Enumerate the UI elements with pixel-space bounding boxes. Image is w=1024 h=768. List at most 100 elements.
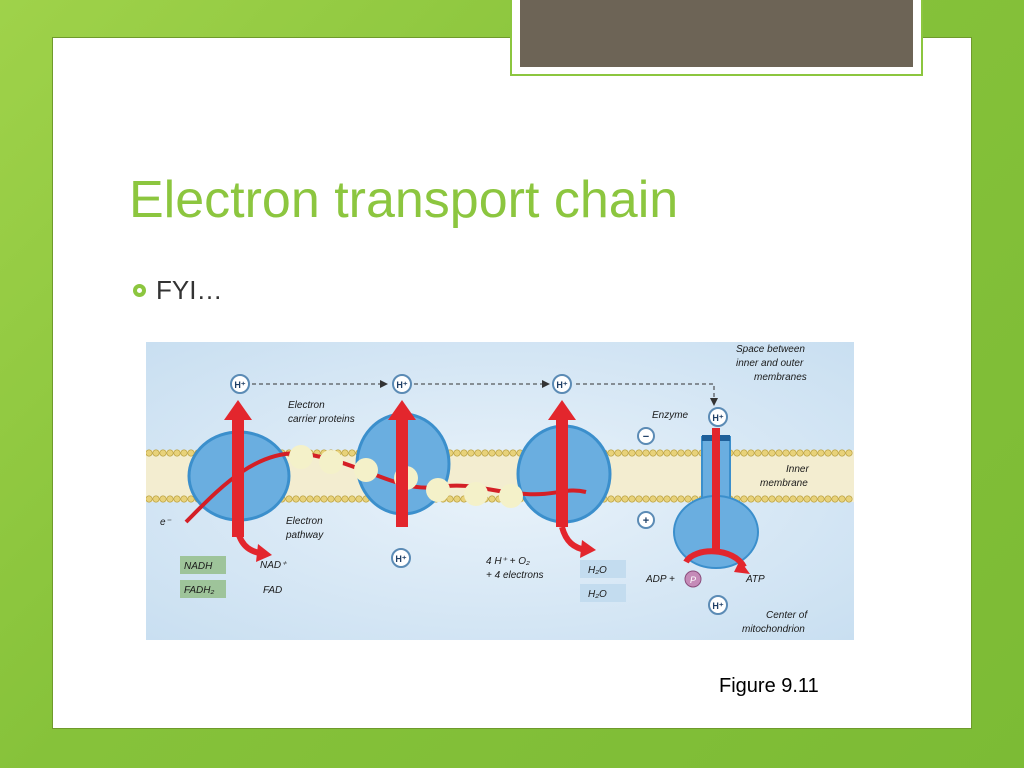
lipid-head — [342, 450, 348, 456]
lipid-head — [797, 450, 803, 456]
label-nadh: NADH — [184, 561, 213, 572]
lipid-head — [167, 496, 173, 502]
lipid-head — [510, 450, 516, 456]
lipid-head — [846, 450, 852, 456]
svg-text:H⁺: H⁺ — [712, 413, 723, 423]
lipid-head — [160, 450, 166, 456]
label-pathway-1: Electron — [286, 516, 323, 527]
lipid-head — [349, 496, 355, 502]
lipid-head — [650, 450, 656, 456]
lipid-head — [776, 450, 782, 456]
label-space-1: Space between — [736, 344, 805, 355]
slide-tab-block — [520, 0, 913, 67]
lipid-head — [664, 496, 670, 502]
lipid-head — [811, 496, 817, 502]
lipid-head — [776, 496, 782, 502]
lipid-head — [293, 496, 299, 502]
lipid-head — [314, 496, 320, 502]
lipid-head — [489, 450, 495, 456]
lipid-head — [678, 450, 684, 456]
label-electron: e⁻ — [160, 517, 172, 528]
label-inner-2: membrane — [760, 478, 808, 489]
lipid-head — [839, 496, 845, 502]
lipid-head — [636, 496, 642, 502]
lipid-head — [629, 496, 635, 502]
lipid-head — [615, 496, 621, 502]
lipid-head — [804, 496, 810, 502]
lipid-head — [167, 450, 173, 456]
svg-text:H⁺: H⁺ — [234, 380, 245, 390]
lipid-head — [475, 450, 481, 456]
label-water-1: H₂O — [588, 565, 607, 576]
lipid-head — [174, 450, 180, 456]
slide-title: Electron transport chain — [129, 170, 678, 230]
svg-text:H⁺: H⁺ — [395, 554, 406, 564]
lipid-head — [734, 450, 740, 456]
lipid-head — [783, 496, 789, 502]
lipid-head — [811, 450, 817, 456]
label-adp: ADP + — [645, 574, 675, 585]
lipid-head — [755, 450, 761, 456]
electron-transport-diagram: H⁺ H⁺ H⁺ H⁺ H⁺ H⁺ − + Space between inne… — [146, 342, 854, 640]
lipid-head — [643, 450, 649, 456]
lipid-head — [671, 450, 677, 456]
lipid-head — [328, 496, 334, 502]
svg-text:H⁺: H⁺ — [556, 380, 567, 390]
lipid-head — [769, 496, 775, 502]
lipid-head — [657, 450, 663, 456]
lipid-head — [790, 450, 796, 456]
lipid-head — [748, 450, 754, 456]
lipid-head — [762, 450, 768, 456]
synthase-proton-flow — [712, 428, 720, 553]
lipid-head — [503, 450, 509, 456]
svg-text:P: P — [690, 575, 696, 585]
lipid-head — [622, 450, 628, 456]
lipid-head — [671, 496, 677, 502]
lipid-head — [643, 496, 649, 502]
lipid-head — [181, 496, 187, 502]
lipid-head — [608, 496, 614, 502]
lipid-head — [825, 496, 831, 502]
label-space-3: membranes — [754, 372, 807, 383]
bullet-text: FYI… — [156, 275, 222, 306]
lipid-head — [741, 496, 747, 502]
lipid-head — [804, 450, 810, 456]
lipid-head — [335, 496, 341, 502]
lipid-head — [636, 450, 642, 456]
label-center-1: Center of — [766, 610, 808, 621]
lipid-head — [146, 450, 152, 456]
svg-text:−: − — [643, 431, 649, 443]
lipid-head — [769, 450, 775, 456]
label-reaction-1: 4 H⁺ + O₂ — [486, 556, 530, 567]
lipid-head — [685, 496, 691, 502]
lipid-head — [692, 450, 698, 456]
lipid-head — [454, 496, 460, 502]
svg-text:H⁺: H⁺ — [712, 601, 723, 611]
lipid-head — [461, 450, 467, 456]
label-inner-1: Inner — [786, 464, 809, 475]
label-fadh2: FADH₂ — [184, 585, 214, 596]
label-nad: NAD⁺ — [260, 560, 287, 571]
lipid-head — [608, 450, 614, 456]
lipid-head — [825, 450, 831, 456]
lipid-head — [762, 496, 768, 502]
lipid-head — [300, 496, 306, 502]
lipid-head — [468, 450, 474, 456]
label-carrier-2: carrier proteins — [288, 414, 355, 425]
lipid-head — [741, 450, 747, 456]
label-space-2: inner and outer — [736, 358, 804, 369]
lipid-head — [790, 496, 796, 502]
svg-text:+: + — [643, 515, 649, 527]
lipid-head — [356, 496, 362, 502]
lipid-head — [678, 496, 684, 502]
lipid-head — [615, 450, 621, 456]
lipid-head — [818, 496, 824, 502]
label-water-2: H₂O — [588, 589, 607, 600]
lipid-head — [160, 496, 166, 502]
lipid-head — [818, 450, 824, 456]
lipid-head — [307, 496, 313, 502]
lipid-head — [153, 450, 159, 456]
lipid-head — [797, 496, 803, 502]
lipid-head — [839, 450, 845, 456]
label-pathway-2: pathway — [285, 530, 324, 541]
